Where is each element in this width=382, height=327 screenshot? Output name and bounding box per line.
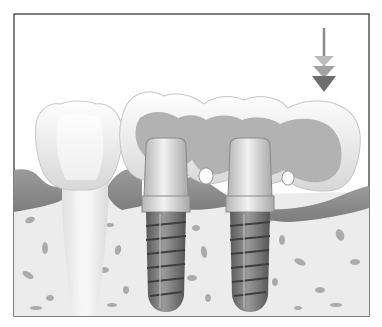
abutment-right [226,138,274,212]
implant-right [230,212,270,312]
implant-left [146,212,186,312]
abutment-left [142,138,190,212]
